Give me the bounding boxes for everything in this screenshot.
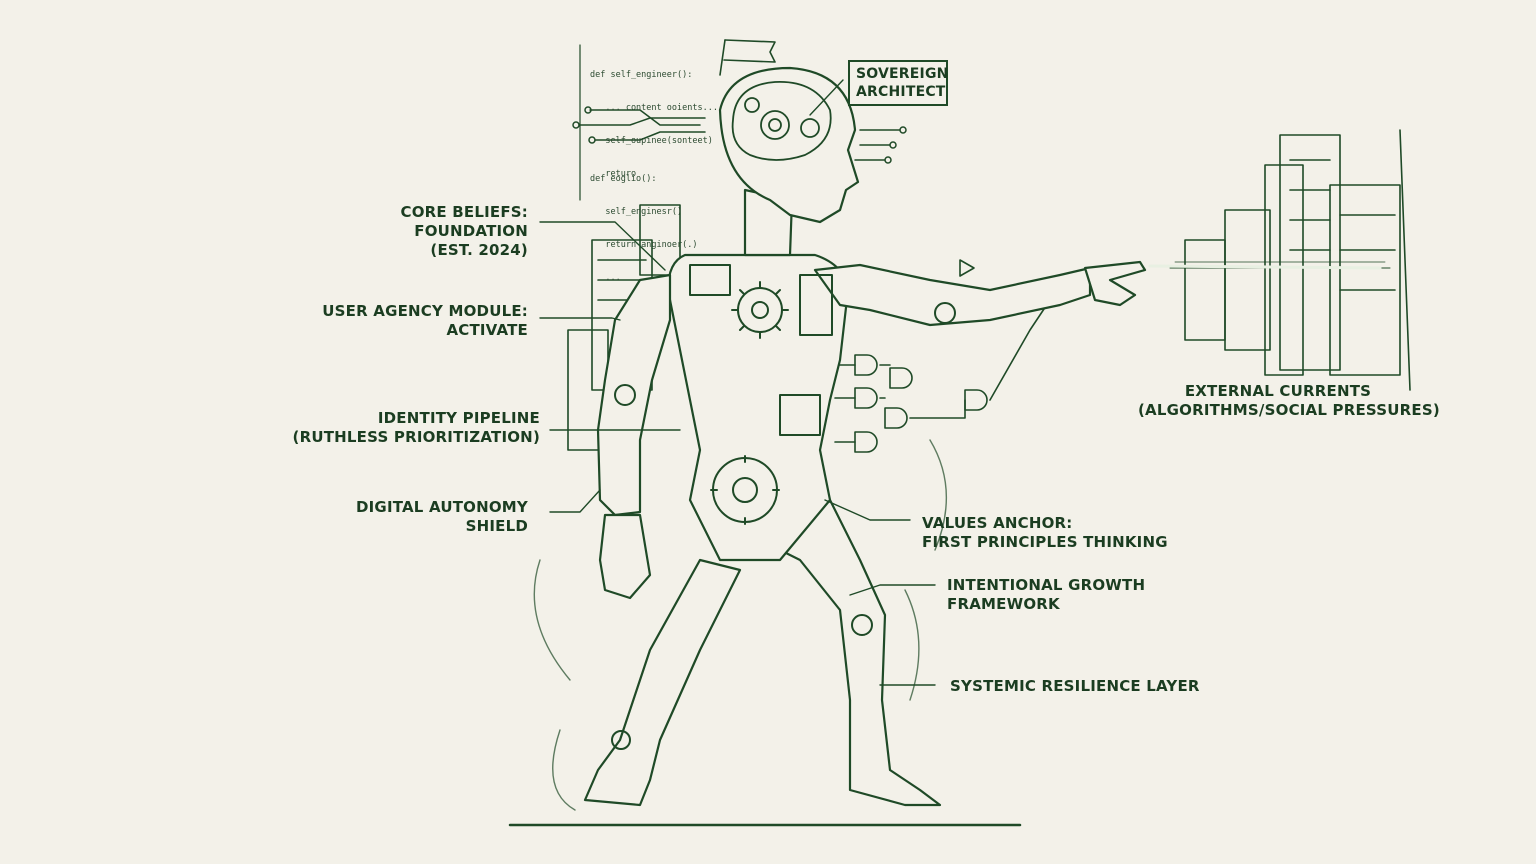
label-digital-autonomy-shield: DIGITAL AUTONOMY SHIELD: [356, 498, 528, 535]
code-snippet-bottom: def eoglio(): self_enginesr() return ang…: [590, 174, 698, 283]
hip-gear-icon: [710, 455, 780, 525]
label-systemic-resilience: SYSTEMIC RESILIENCE LAYER: [950, 677, 1200, 695]
label-intentional-growth: INTENTIONAL GROWTH FRAMEWORK: [947, 576, 1146, 613]
label-sovereign-architect: SOVEREIGN ARCHITECT: [848, 60, 948, 106]
city-buildings: [1169, 129, 1411, 391]
label-core-beliefs: CORE BELIEFS: FOUNDATION (EST. 2024): [400, 203, 528, 259]
joints: [611, 302, 956, 750]
label-user-agency-module: USER AGENCY MODULE: ACTIVATE: [322, 302, 528, 339]
label-identity-pipeline: IDENTITY PIPELINE (RUTHLESS PRIORITIZATI…: [292, 409, 540, 446]
flag-icon: [719, 39, 776, 76]
motion-lines: [533, 439, 948, 811]
label-external-currents: EXTERNAL CURRENTS (ALGORITHMS/SOCIAL PRE…: [1138, 382, 1440, 419]
brain-gear-icon: [731, 81, 832, 161]
logic-gate-icon: [834, 259, 1051, 453]
gear-icon: [689, 264, 833, 436]
label-values-anchor: VALUES ANCHOR: FIRST PRINCIPLES THINKING: [922, 514, 1168, 551]
circuit-traces: [572, 44, 907, 201]
leader-lines: [539, 79, 936, 686]
code-snippet-top: def self_engineer(): ... content ooients…: [590, 70, 718, 179]
